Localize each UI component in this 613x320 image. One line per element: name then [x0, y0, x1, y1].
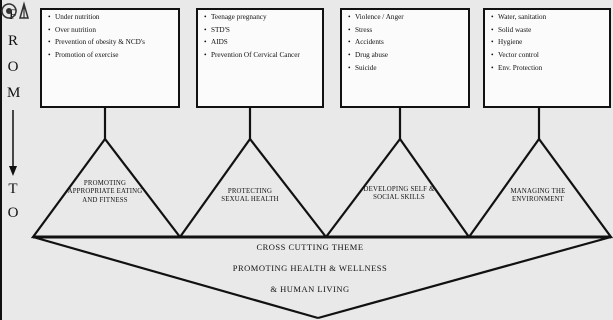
big-triangle-right — [317, 235, 612, 320]
list-item: Violence / Anger — [348, 13, 464, 23]
arrow-head — [9, 166, 17, 176]
topic-box-environment: Water, sanitation Solid waste Hygiene Ve… — [483, 8, 611, 108]
side-letter-o2: O — [7, 205, 19, 221]
theme-line-2: Promoting Health & Wellness — [232, 263, 388, 273]
list-item: Under nutrition — [48, 13, 174, 23]
topic-box-nutrition: Under nutrition Over nutrition Preventio… — [40, 8, 180, 108]
list-item: Accidents — [348, 38, 464, 48]
list-item: Vector control — [491, 51, 605, 61]
side-letter-r: R — [7, 33, 18, 49]
list-item: Water, sanitation — [491, 13, 605, 23]
topic-box-sexual-health: Teenage pregnancy STD'S AIDS Prevention … — [196, 8, 324, 108]
triangle-label-self-skills: Developing Self & Social Skills — [363, 186, 435, 202]
emblem-icon — [1, 1, 29, 19]
theme-line-3: & Human Living — [270, 284, 350, 294]
list-item: Env. Protection — [491, 64, 605, 74]
triangle-label-sexual-health: Protecting Sexual Health — [221, 188, 279, 204]
side-letter-o: O — [7, 59, 19, 75]
triangle-label-eating: Promoting Appropriate Eating and Fitness — [67, 180, 143, 204]
side-letter-m: M — [7, 85, 21, 101]
theme-line-1: Cross Cutting Theme — [256, 242, 364, 252]
list-item: AIDS — [204, 38, 318, 48]
list-item: Prevention Of Cervical Cancer — [204, 51, 318, 61]
list-item: Prevention of obesity & NCD's — [48, 38, 174, 48]
side-letter-t: T — [8, 181, 18, 197]
list-item: Suicide — [348, 64, 464, 74]
big-triangle-left — [32, 235, 319, 320]
list-item: Over nutrition — [48, 26, 174, 36]
list-item: Hygiene — [491, 38, 605, 48]
triangle-label-environment: Managing The Environment — [510, 188, 566, 204]
side-letter-f: F — [8, 7, 18, 23]
list-item: Solid waste — [491, 26, 605, 36]
list-item: Drug abuse — [348, 51, 464, 61]
list-item: Stress — [348, 26, 464, 36]
list-item: Teenage pregnancy — [204, 13, 318, 23]
topic-box-life-skills: Violence / Anger Stress Accidents Drug a… — [340, 8, 470, 108]
list-item: Promotion of exercise — [48, 51, 174, 61]
list-item: STD'S — [204, 26, 318, 36]
